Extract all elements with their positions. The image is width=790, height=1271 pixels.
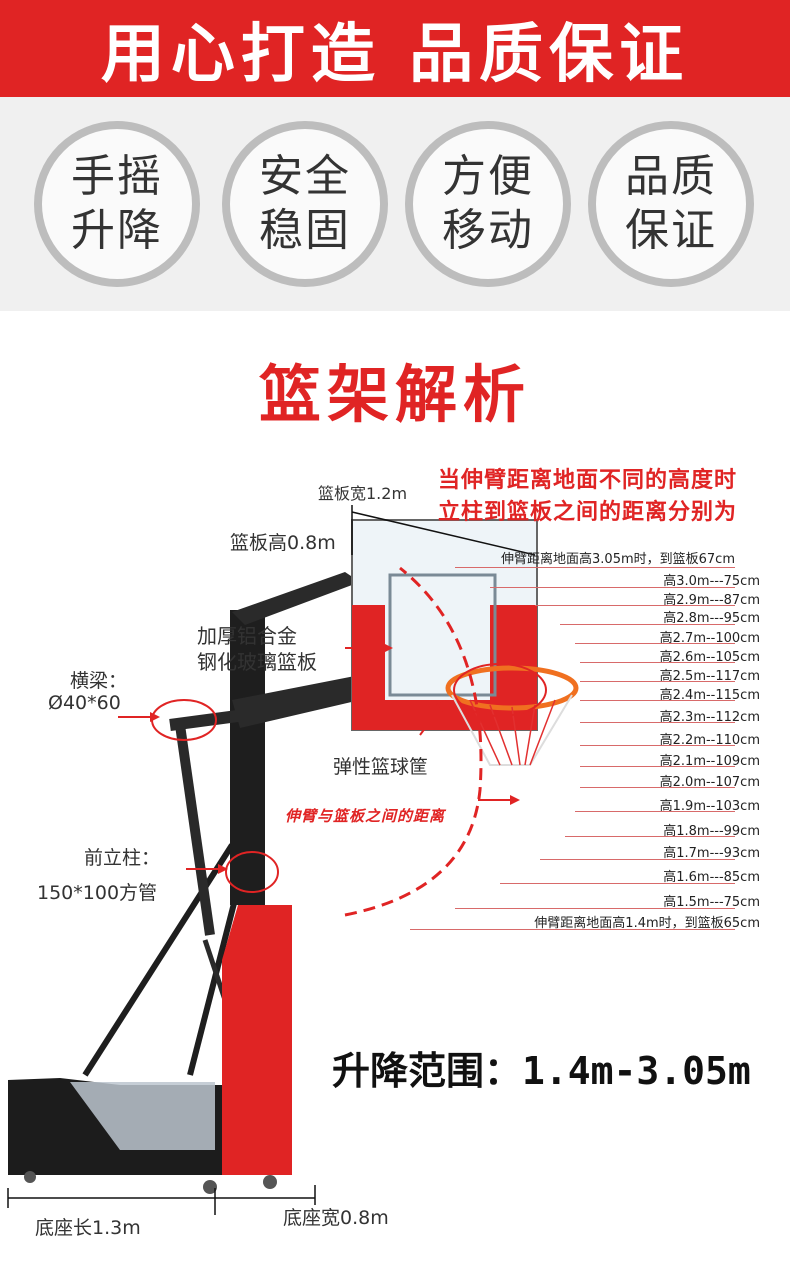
net-strings — [469, 699, 556, 766]
row-underline — [575, 643, 735, 644]
rim-label: 弹性篮球筐 — [333, 756, 429, 778]
height-row: 高2.9m---87cm — [663, 593, 760, 608]
arrow-head — [218, 864, 228, 874]
base-length-label: 底座长1.3m — [35, 1217, 141, 1239]
row-underline — [565, 836, 735, 837]
backboard-height-label: 篮板高0.8m — [230, 532, 336, 554]
feature-circle-mobility: 方便移动 — [405, 121, 571, 287]
distance-arc — [344, 566, 483, 917]
row-underline — [560, 624, 735, 625]
crank-handle — [202, 939, 228, 1001]
height-row: 高2.6m--105cm — [659, 650, 760, 665]
post-label-line2: 150*100方管 — [37, 882, 158, 904]
height-row: 高1.6m---85cm — [663, 870, 760, 885]
height-row: 伸臂距离地面高1.4m时，到篮板65cm — [534, 916, 760, 931]
cross-beam — [169, 709, 246, 731]
base-cover — [70, 1082, 215, 1150]
feature-circle-safety: 安全稳固 — [222, 121, 388, 287]
height-row: 伸臂距离地面高3.05m时，到篮板67cm — [501, 552, 735, 567]
height-row: 高2.4m--115cm — [659, 688, 760, 703]
height-row: 高2.5m--117cm — [659, 669, 760, 684]
arrow-head — [150, 712, 160, 722]
feature-circle-crank: 手摇升降 — [34, 121, 200, 287]
row-underline — [580, 787, 735, 788]
lower-arm — [232, 675, 360, 728]
row-underline — [490, 587, 735, 588]
height-row: 高1.7m---93cm — [663, 846, 760, 861]
height-row: 高2.1m--109cm — [659, 754, 760, 769]
wheel — [24, 1171, 36, 1183]
arrow — [419, 707, 441, 736]
section-title: 篮架解析 — [258, 358, 531, 431]
feature-line: 品质 — [625, 151, 717, 202]
net — [451, 694, 573, 766]
lift-rod — [175, 724, 215, 936]
row-underline — [580, 662, 735, 663]
row-underline — [455, 908, 735, 909]
height-row: 高1.9m--103cm — [659, 799, 760, 814]
dimension-line — [351, 511, 536, 556]
lift-range-text: 升降范围：1.4m-3.05m — [332, 1049, 751, 1093]
upper-arm — [232, 572, 360, 625]
feature-circle-quality: 品质保证 — [588, 121, 754, 287]
feature-line: 升降 — [71, 205, 163, 256]
height-row: 高2.7m--100cm — [659, 631, 760, 646]
row-underline — [500, 883, 735, 884]
arrow-head — [436, 700, 447, 712]
base-width-label: 底座宽0.8m — [283, 1207, 389, 1229]
height-row: 高1.5m---75cm — [663, 895, 760, 910]
arrow-head — [510, 795, 520, 805]
height-row: 高2.3m--112cm — [659, 710, 760, 725]
banner-text: 用心打造 品质保证 — [100, 17, 690, 92]
height-row: 高3.0m---75cm — [663, 574, 760, 589]
material-label-line2: 钢化玻璃篮板 — [197, 650, 317, 674]
backboard-pad — [352, 605, 537, 730]
post-highlight — [225, 851, 279, 893]
row-underline — [580, 766, 735, 767]
wheel — [203, 1180, 217, 1194]
target-square — [388, 573, 497, 697]
height-row: 高2.2m--110cm — [659, 733, 760, 748]
feature-line: 移动 — [442, 205, 534, 256]
beam-label-line2: Ø40*60 — [48, 692, 121, 714]
row-underline — [580, 700, 735, 701]
note-line1: 当伸臂距离地面不同的高度时 — [438, 468, 738, 493]
post-pad — [222, 905, 292, 1175]
feature-line: 手摇 — [71, 151, 163, 202]
feature-line: 稳固 — [259, 205, 351, 256]
feature-line: 方便 — [442, 151, 534, 202]
note-line2: 立柱到篮板之间的距离分别为 — [438, 500, 738, 525]
row-underline — [455, 567, 735, 568]
beam-label-line1: 横梁： — [70, 670, 128, 692]
backboard-width-label: 篮板宽1.2m — [318, 484, 408, 503]
row-underline — [540, 859, 735, 860]
row-underline — [410, 929, 735, 930]
height-row: 高2.8m---95cm — [663, 611, 760, 626]
height-row: 高2.0m--107cm — [659, 775, 760, 790]
post-label-line1: 前立柱： — [84, 847, 161, 869]
arrow-head — [383, 643, 393, 653]
feature-strip: 手摇升降 安全稳固 方便移动 品质保证 — [0, 97, 790, 311]
row-underline — [580, 745, 735, 746]
rim-highlight — [453, 663, 547, 717]
row-underline — [580, 681, 735, 682]
wheel — [263, 1175, 277, 1189]
arm-distance-label: 伸臂与篮板之间的距离 — [285, 807, 446, 825]
row-underline — [580, 722, 735, 723]
feature-line: 安全 — [259, 151, 351, 202]
row-underline — [535, 605, 735, 606]
row-underline — [575, 811, 735, 812]
feature-line: 保证 — [625, 205, 717, 256]
material-label-line1: 加厚铝合金 — [197, 624, 297, 648]
height-row: 高1.8m---99cm — [663, 824, 760, 839]
top-banner: 用心打造 品质保证 — [0, 0, 790, 97]
